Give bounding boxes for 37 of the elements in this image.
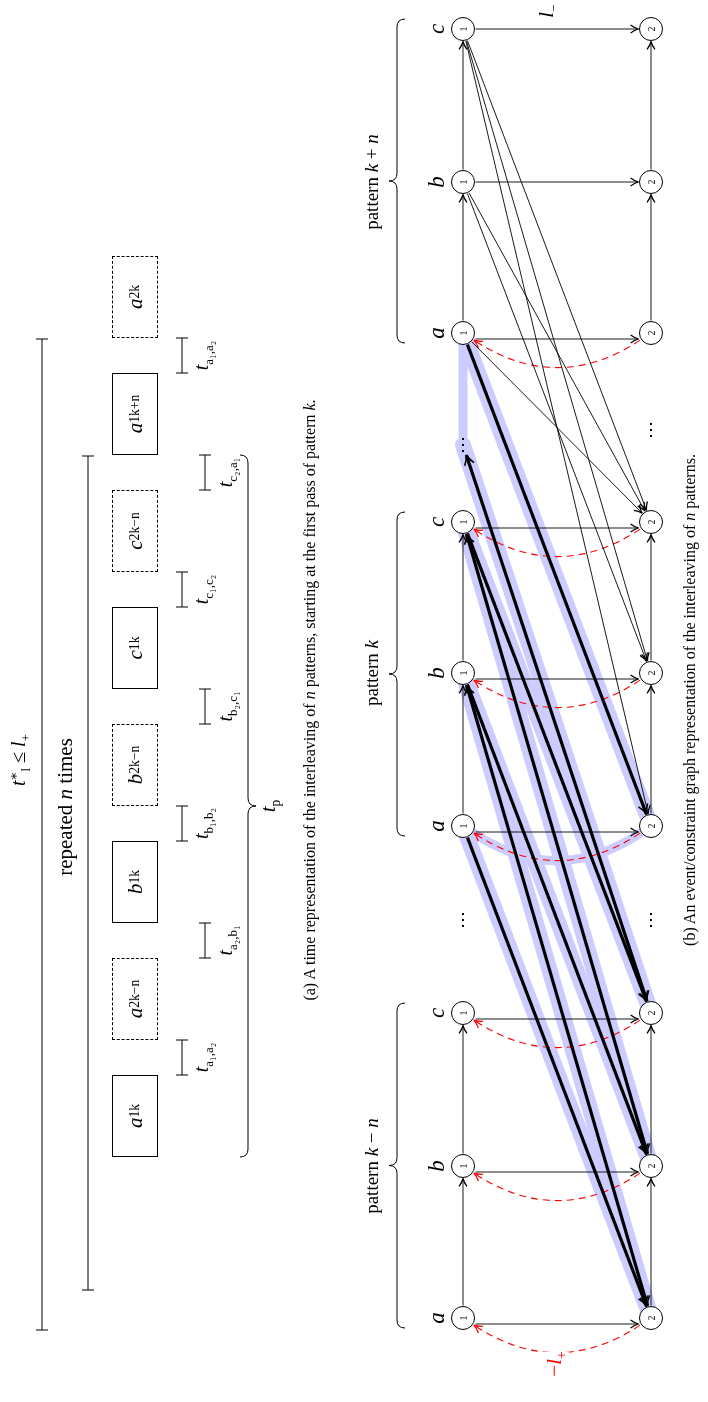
event-node: 2 <box>639 321 663 345</box>
pattern-label: pattern k <box>361 640 383 706</box>
event-node: 1 <box>451 661 475 685</box>
event-node: 1 <box>451 1154 475 1178</box>
event-node: 2 <box>639 814 663 838</box>
ellipsis: ⋯ <box>453 436 473 454</box>
ellipsis: ⋯ <box>641 911 661 929</box>
ellipsis: ⋯ <box>641 421 661 439</box>
caption: (a) A time representation of the interleaving of n patterns, starting at the first pass of pattern k. <box>301 399 319 1001</box>
pattern-label: pattern k + n <box>361 134 383 230</box>
event-node: 1 <box>451 510 475 534</box>
event-node: 1 <box>451 1306 475 1330</box>
event-node: 2 <box>639 510 663 534</box>
row-label: b <box>424 176 450 188</box>
row-label: a <box>424 1312 450 1324</box>
row-label: b <box>424 1160 450 1172</box>
event-node: 2 <box>639 170 663 194</box>
event-node: 1 <box>451 17 475 41</box>
repeat-label: repeated n times <box>54 738 78 876</box>
ellipsis: ⋯ <box>453 911 473 929</box>
event-node: 2 <box>639 1306 663 1330</box>
event-node: 1 <box>451 321 475 345</box>
row-label: c <box>424 516 450 528</box>
row-label: c <box>424 23 450 35</box>
row-label: c <box>424 1007 450 1019</box>
event-node: 1 <box>451 170 475 194</box>
pattern-label: pattern k − n <box>361 1118 383 1214</box>
event-node: 1 <box>451 1001 475 1025</box>
caption: (b) An event/constraint graph representation of the interleaving of n patterns. <box>681 454 699 946</box>
row-label: a <box>424 327 450 339</box>
event-node: 2 <box>639 17 663 41</box>
row-label: b <box>424 667 450 679</box>
row-label: a <box>424 820 450 832</box>
event-node: 2 <box>639 661 663 685</box>
event-node: 2 <box>639 1001 663 1025</box>
event-node: 2 <box>639 1154 663 1178</box>
event-node: 1 <box>451 814 475 838</box>
